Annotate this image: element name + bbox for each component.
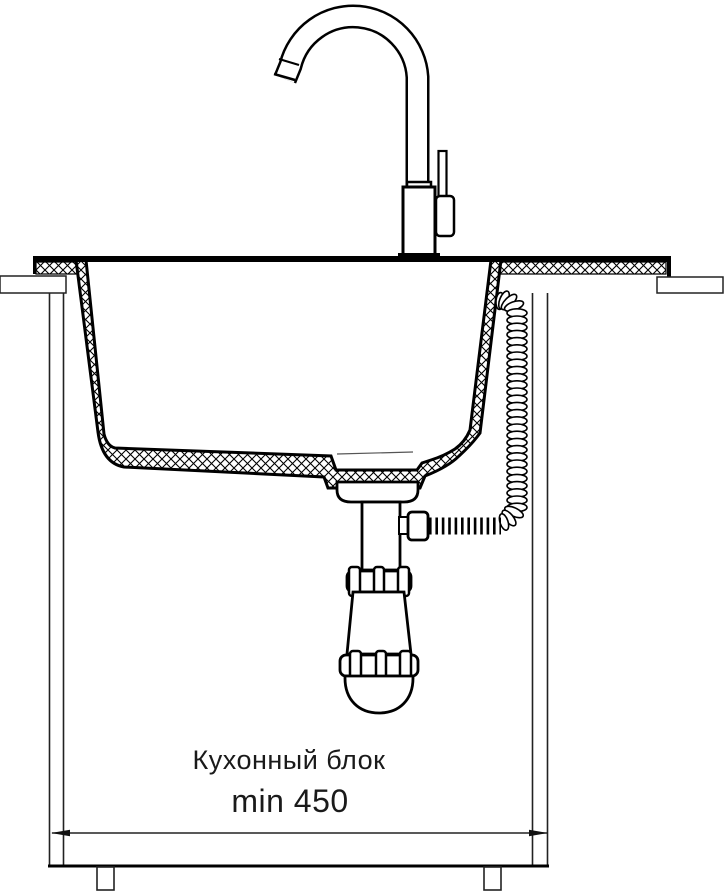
dimension-annotation: Кухонный блок min 450 [51, 745, 548, 837]
countertop-section-left [35, 261, 79, 275]
faucet-aerator-line [278, 57, 300, 67]
side-outlet-nut [406, 510, 430, 542]
countertop-overhang-left [0, 275, 67, 294]
flex-hose-coil [495, 290, 528, 531]
countertop-overhang-right [656, 276, 724, 294]
drain-siphon [335, 480, 501, 715]
drain-tailpipe [360, 500, 402, 572]
countertop-end-right [667, 256, 671, 277]
dimension-label: min 450 [231, 783, 348, 819]
drain-flange [335, 480, 420, 504]
countertop-section-right [498, 261, 667, 275]
dimension-arrow-right [529, 829, 548, 837]
sink-basin [74, 258, 503, 490]
faucet-base-plate [398, 253, 440, 260]
faucet [273, 4, 456, 260]
faucet-spout-core [276, 6, 427, 188]
siphon-dome [343, 674, 415, 715]
countertop-end-left [33, 256, 36, 274]
dimension-arrow-left [51, 829, 70, 837]
faucet-handle-lever [437, 149, 448, 201]
coupling-ring-upper [345, 565, 413, 598]
faucet-tip-cap [273, 72, 296, 82]
faucet-body [401, 185, 437, 257]
siphon-cup [345, 590, 413, 656]
sink-bowl-wall [74, 258, 503, 490]
faucet-handle-base [434, 194, 456, 238]
countertop [0, 256, 724, 294]
cabinet-label: Кухонный блок [193, 745, 386, 775]
cabinet-foot-right [483, 866, 502, 891]
drain-recess-edge [336, 451, 414, 455]
countertop-top-line [33, 256, 671, 262]
cabinet-foot-left [96, 866, 115, 891]
kitchen-cabinet [48, 293, 549, 891]
